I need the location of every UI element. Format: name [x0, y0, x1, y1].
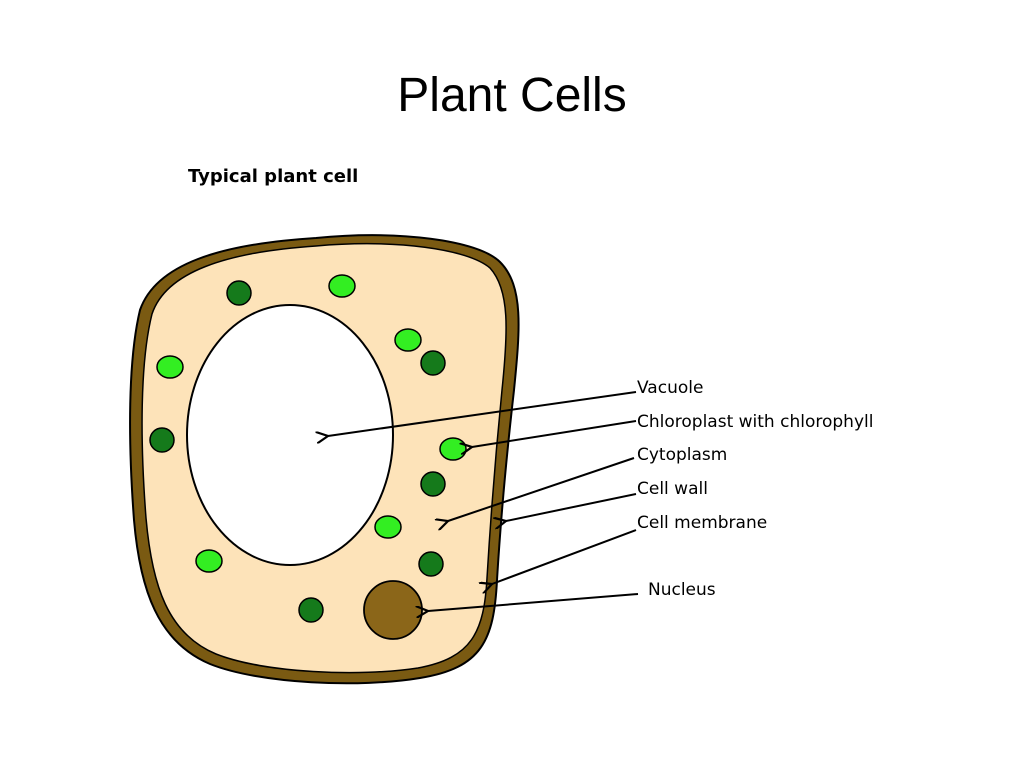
label-nucleus: Nucleus — [648, 580, 716, 600]
slide-title: Plant Cells — [397, 69, 627, 122]
chloroplast-9 — [149, 427, 175, 453]
chloroplast-5 — [374, 515, 402, 539]
diagram-heading: Typical plant cell — [188, 166, 359, 187]
chloroplast-4 — [439, 437, 467, 461]
chloroplast-12 — [298, 597, 324, 623]
chloroplast-10 — [420, 471, 446, 497]
chloroplast-8 — [420, 350, 446, 376]
cell-membrane-pointer — [492, 529, 637, 584]
vacuole-pointer — [328, 391, 637, 436]
chloroplast-7 — [226, 280, 252, 306]
chloroplast-3 — [156, 355, 184, 379]
cell-wall-pointer — [506, 493, 637, 521]
nucleus-shape — [363, 580, 423, 640]
label-cell-membrane: Cell membrane — [637, 513, 767, 533]
label-vacuole: Vacuole — [637, 378, 703, 398]
chloroplast-6 — [195, 549, 223, 573]
nucleus-pointer — [428, 593, 639, 611]
label-chloroplast: Chloroplast with chlorophyll — [637, 412, 873, 432]
cytoplasm-pointer — [448, 457, 635, 521]
chloroplast-1 — [328, 274, 356, 298]
vacuole-shape — [186, 304, 394, 566]
chloroplast-pointer — [472, 420, 637, 447]
chloroplast-11 — [418, 551, 444, 577]
chloroplast-2 — [394, 328, 422, 352]
label-cell-wall: Cell wall — [637, 479, 708, 499]
label-cytoplasm: Cytoplasm — [637, 445, 727, 465]
